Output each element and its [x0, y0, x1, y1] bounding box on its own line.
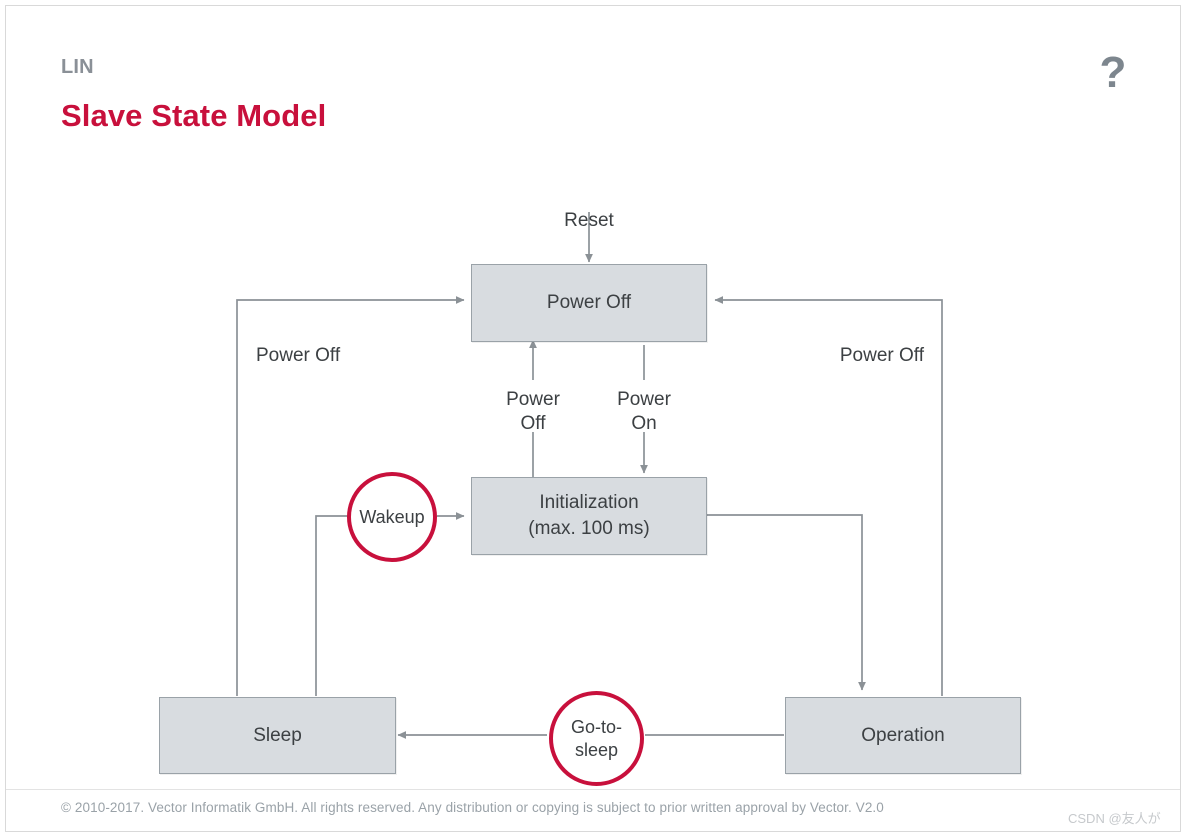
- state-label-wakeup: Wakeup: [359, 506, 425, 527]
- state-node-initialization[interactable]: Initialization (max. 100 ms): [471, 477, 707, 555]
- edge-power-off-right: [714, 296, 943, 696]
- transition-text-power-off-up-line2: Off: [520, 413, 546, 434]
- transition-label-power-on: Power On: [591, 388, 697, 436]
- transition-text-power-on-line2: On: [631, 413, 657, 434]
- edge-power-off-left: [236, 296, 465, 696]
- transition-text-reset: Reset: [564, 210, 614, 231]
- transition-text-power-off-right: Power Off: [839, 345, 924, 366]
- transition-label-power-off-right: Power Off: [764, 320, 924, 368]
- state-label-operation: Operation: [861, 724, 945, 746]
- state-label-go-to-sleep-line1: Go-to-: [570, 716, 622, 737]
- transition-text-power-on-line1: Power: [617, 389, 671, 410]
- state-label-initialization-line1: Initialization: [539, 492, 639, 513]
- state-label-initialization-line2: (max. 100 ms): [528, 518, 650, 539]
- help-icon[interactable]: ?: [1099, 48, 1127, 97]
- state-node-sleep[interactable]: Sleep: [159, 697, 396, 774]
- state-label-go-to-sleep-line2: sleep: [574, 739, 619, 760]
- transition-label-power-off-up: Power Off: [480, 388, 586, 436]
- footer-copyright: © 2010-2017. Vector Informatik GmbH. All…: [61, 800, 884, 815]
- watermark: CSDN @友人が: [1068, 811, 1161, 826]
- transition-text-power-off-left: Power Off: [256, 345, 341, 366]
- state-label-power-off: Power Off: [546, 292, 632, 313]
- page-eyebrow: LIN: [61, 56, 94, 78]
- transition-text-power-off-up-line1: Power: [506, 389, 560, 410]
- edge-sleep-to-wakeup: [315, 515, 348, 696]
- state-node-operation[interactable]: Operation: [785, 697, 1021, 774]
- state-label-sleep: Sleep: [253, 724, 302, 746]
- state-node-power-off[interactable]: Power Off: [471, 264, 707, 342]
- page-title: Slave State Model: [61, 98, 327, 133]
- transition-label-power-off-left: Power Off: [256, 320, 416, 368]
- state-node-wakeup[interactable]: Wakeup: [347, 472, 437, 562]
- state-node-go-to-sleep[interactable]: Go-to- sleep: [549, 691, 644, 786]
- footer-divider: [6, 789, 1180, 790]
- transition-label-reset: Reset: [529, 185, 649, 233]
- edge-init-to-operation: [706, 514, 866, 691]
